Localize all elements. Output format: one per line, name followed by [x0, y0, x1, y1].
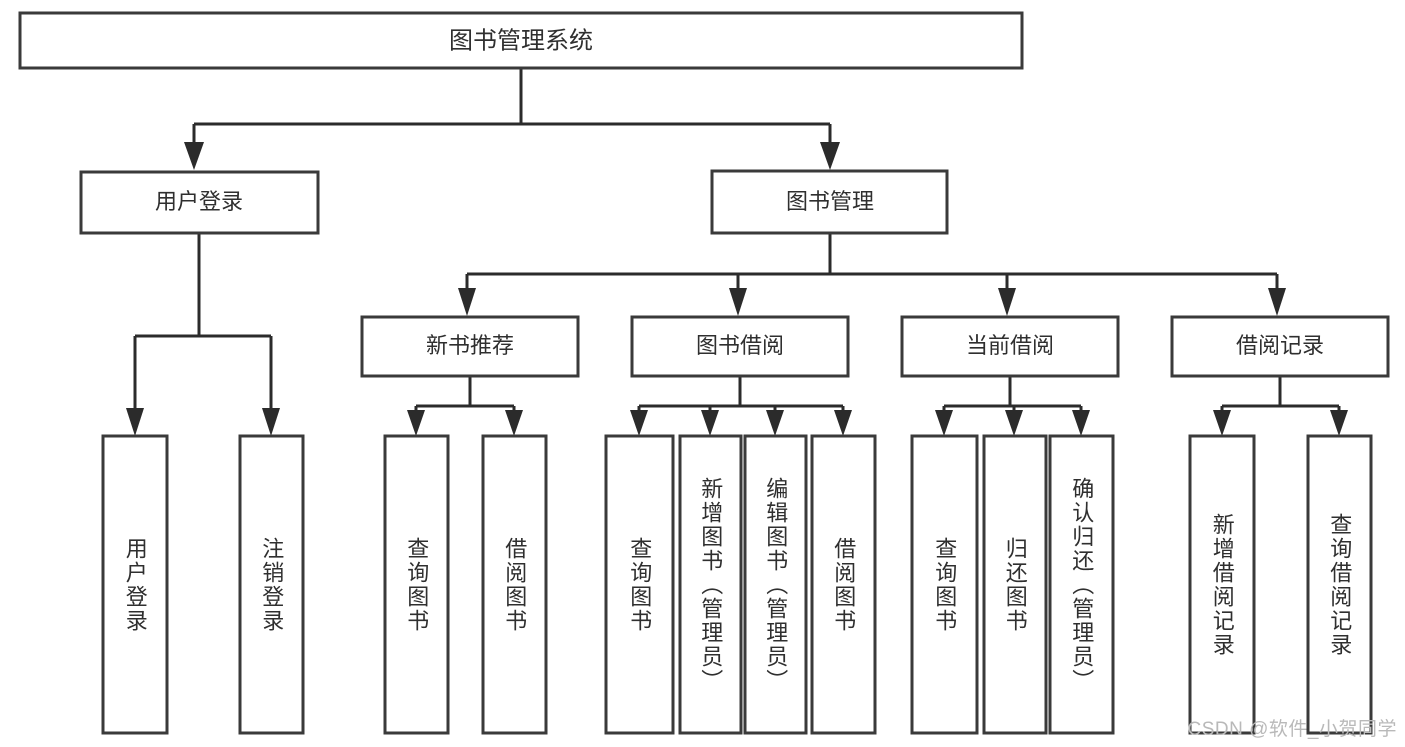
connector-userlogin-to-leaves — [126, 233, 280, 436]
leaf-node[interactable] — [982, 434, 1048, 735]
node-book-borrow-label: 图书借阅 — [696, 333, 784, 358]
leaf-node[interactable] — [101, 434, 169, 735]
node-new-book-recommend[interactable]: 新书推荐 — [360, 315, 580, 378]
node-borrow-record-label: 借阅记录 — [1236, 333, 1324, 358]
node-book-borrow[interactable]: 图书借阅 — [630, 315, 850, 378]
connector-newbook-to-leaves — [407, 376, 523, 436]
node-current-borrow-label: 当前借阅 — [966, 333, 1054, 358]
leaf-node[interactable] — [1188, 434, 1256, 735]
leaf-node[interactable] — [810, 434, 877, 735]
csdn-watermark: CSDN @软件_小贺同学 — [1187, 719, 1397, 740]
node-root-system[interactable]: 图书管理系统 — [18, 11, 1024, 70]
node-user-login-label: 用户登录 — [155, 189, 243, 214]
leaf-node[interactable] — [910, 434, 979, 735]
leaf-node[interactable] — [1306, 434, 1373, 735]
node-new-book-recommend-label: 新书推荐 — [426, 333, 514, 358]
leaf-node[interactable] — [238, 434, 305, 735]
node-borrow-record[interactable]: 借阅记录 — [1170, 315, 1390, 378]
node-book-management-label: 图书管理 — [786, 189, 874, 214]
leaf-node[interactable] — [1048, 434, 1115, 735]
node-user-login[interactable]: 用户登录 — [79, 170, 320, 235]
leaf-node[interactable] — [743, 434, 808, 735]
connector-bookborrow-to-leaves — [630, 376, 852, 436]
leaf-node[interactable] — [481, 434, 548, 735]
connector-currentborrow-to-leaves — [935, 376, 1090, 436]
leaf-node[interactable] — [678, 434, 743, 735]
leaf-node[interactable] — [604, 434, 675, 735]
node-current-borrow[interactable]: 当前借阅 — [900, 315, 1120, 378]
node-book-management[interactable]: 图书管理 — [710, 169, 949, 235]
node-root-label: 图书管理系统 — [449, 27, 593, 54]
connector-root-to-level2 — [184, 68, 840, 170]
leaf-node[interactable] — [383, 434, 450, 735]
connector-borrowrecord-to-leaves — [1213, 376, 1348, 436]
connector-bookmgmt-to-level3 — [458, 234, 1286, 316]
